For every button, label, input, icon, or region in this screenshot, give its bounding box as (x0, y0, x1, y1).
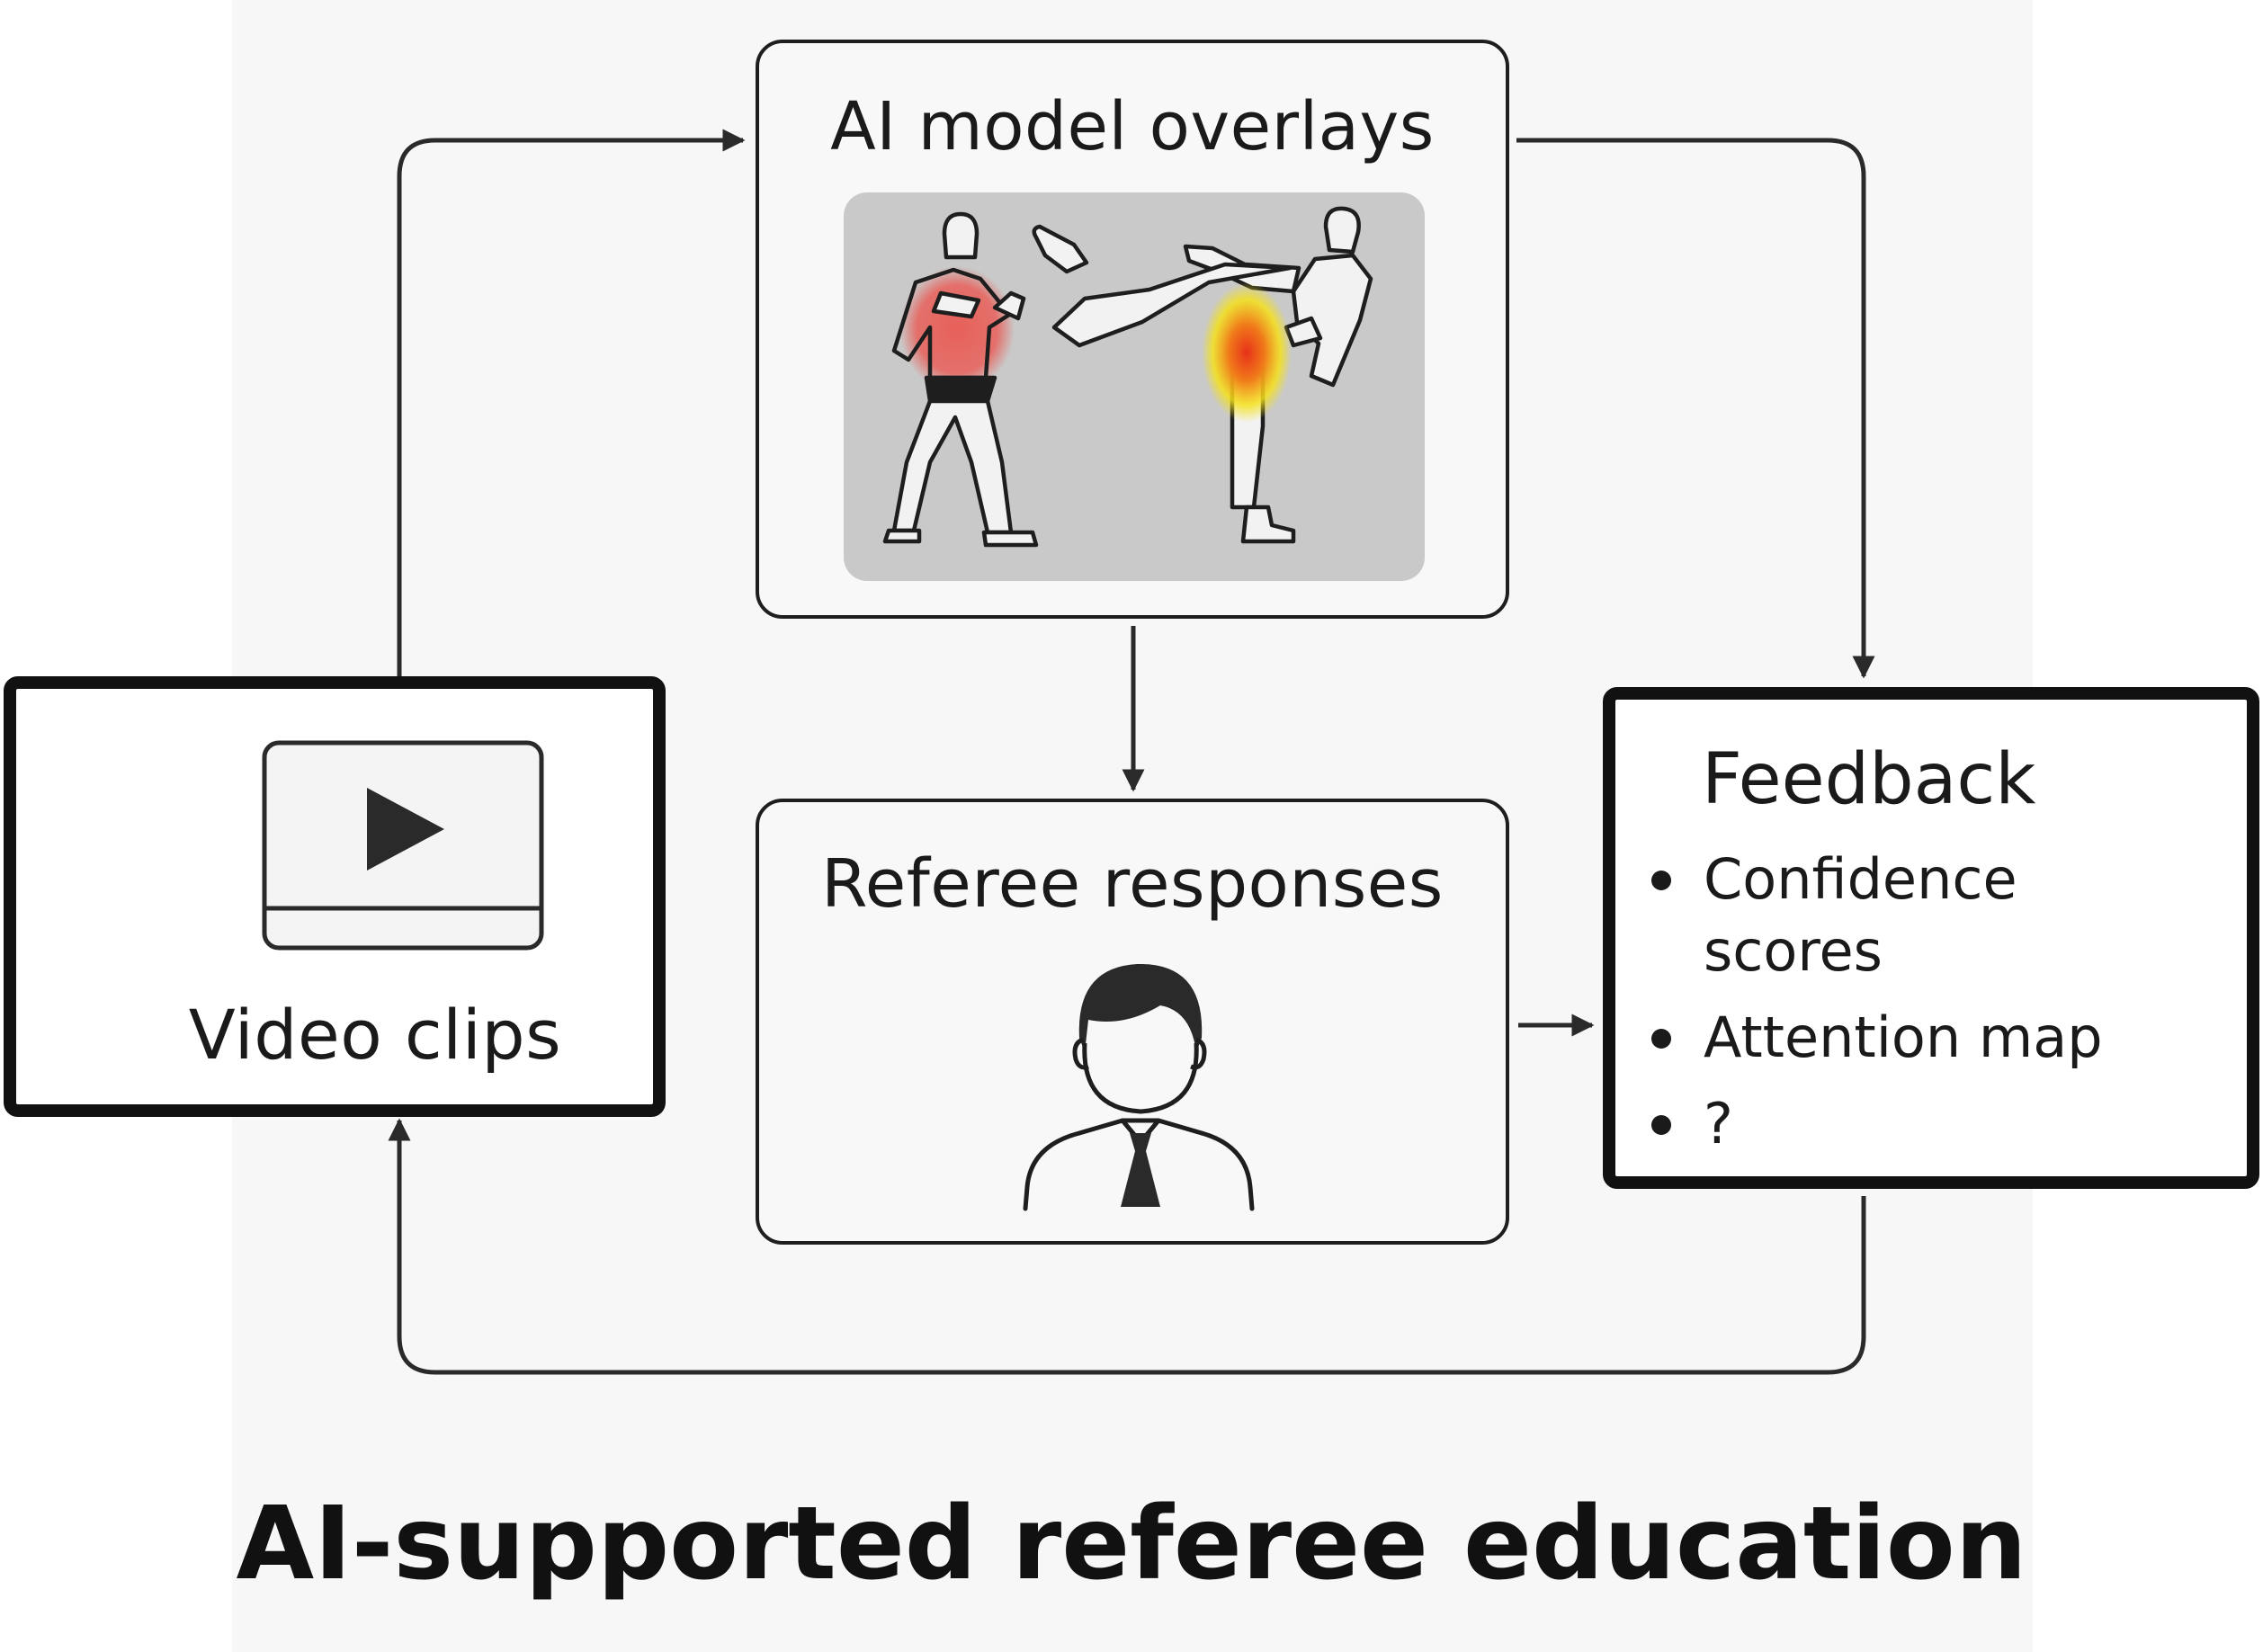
feedback-item-question: ? (1651, 1088, 2099, 1160)
referee-responses-box: Referee responses (756, 799, 1509, 1245)
diagram-title: AI-supported referee education (236, 1486, 2027, 1603)
arrow-feedback-to-video (388, 1118, 1866, 1375)
kicking-fighter-figure (1032, 206, 1373, 544)
feedback-item-confidence-scores: Confidence scores (1651, 844, 2099, 987)
feedback-item-label: Confidence scores (1704, 846, 2017, 984)
feedback-item-label: ? (1704, 1091, 1733, 1156)
bullet-icon (1651, 1115, 1671, 1135)
feedback-item-label: Attention map (1704, 1005, 2103, 1070)
ai-model-overlays-label: AI model overlays (830, 88, 1435, 165)
feedback-box[interactable]: Feedback Confidence scores Attention map… (1603, 687, 2259, 1189)
video-player-icon (262, 740, 544, 951)
arrow-video-to-ai-overlays (397, 129, 746, 676)
arrow-ai-overlays-to-feedback (1516, 138, 1875, 679)
referee-person-icon (1023, 963, 1255, 1211)
video-clips-label: Video clips (188, 995, 562, 1075)
heatmap-overlay (1202, 282, 1292, 423)
feedback-title: Feedback (1702, 739, 2036, 820)
feedback-item-attention-map: Attention map (1651, 1002, 2207, 1074)
bullet-icon (1651, 871, 1671, 890)
bullet-icon (1651, 1029, 1671, 1049)
feedback-list: Confidence scores Attention map ? (1651, 844, 2207, 1174)
defending-fighter-figure (882, 211, 1039, 548)
ai-model-overlays-box: AI model overlays (756, 40, 1509, 619)
referee-responses-label: Referee responses (821, 845, 1444, 923)
martial-arts-heatmap-image (844, 192, 1425, 581)
video-clips-box[interactable]: Video clips (4, 676, 666, 1117)
